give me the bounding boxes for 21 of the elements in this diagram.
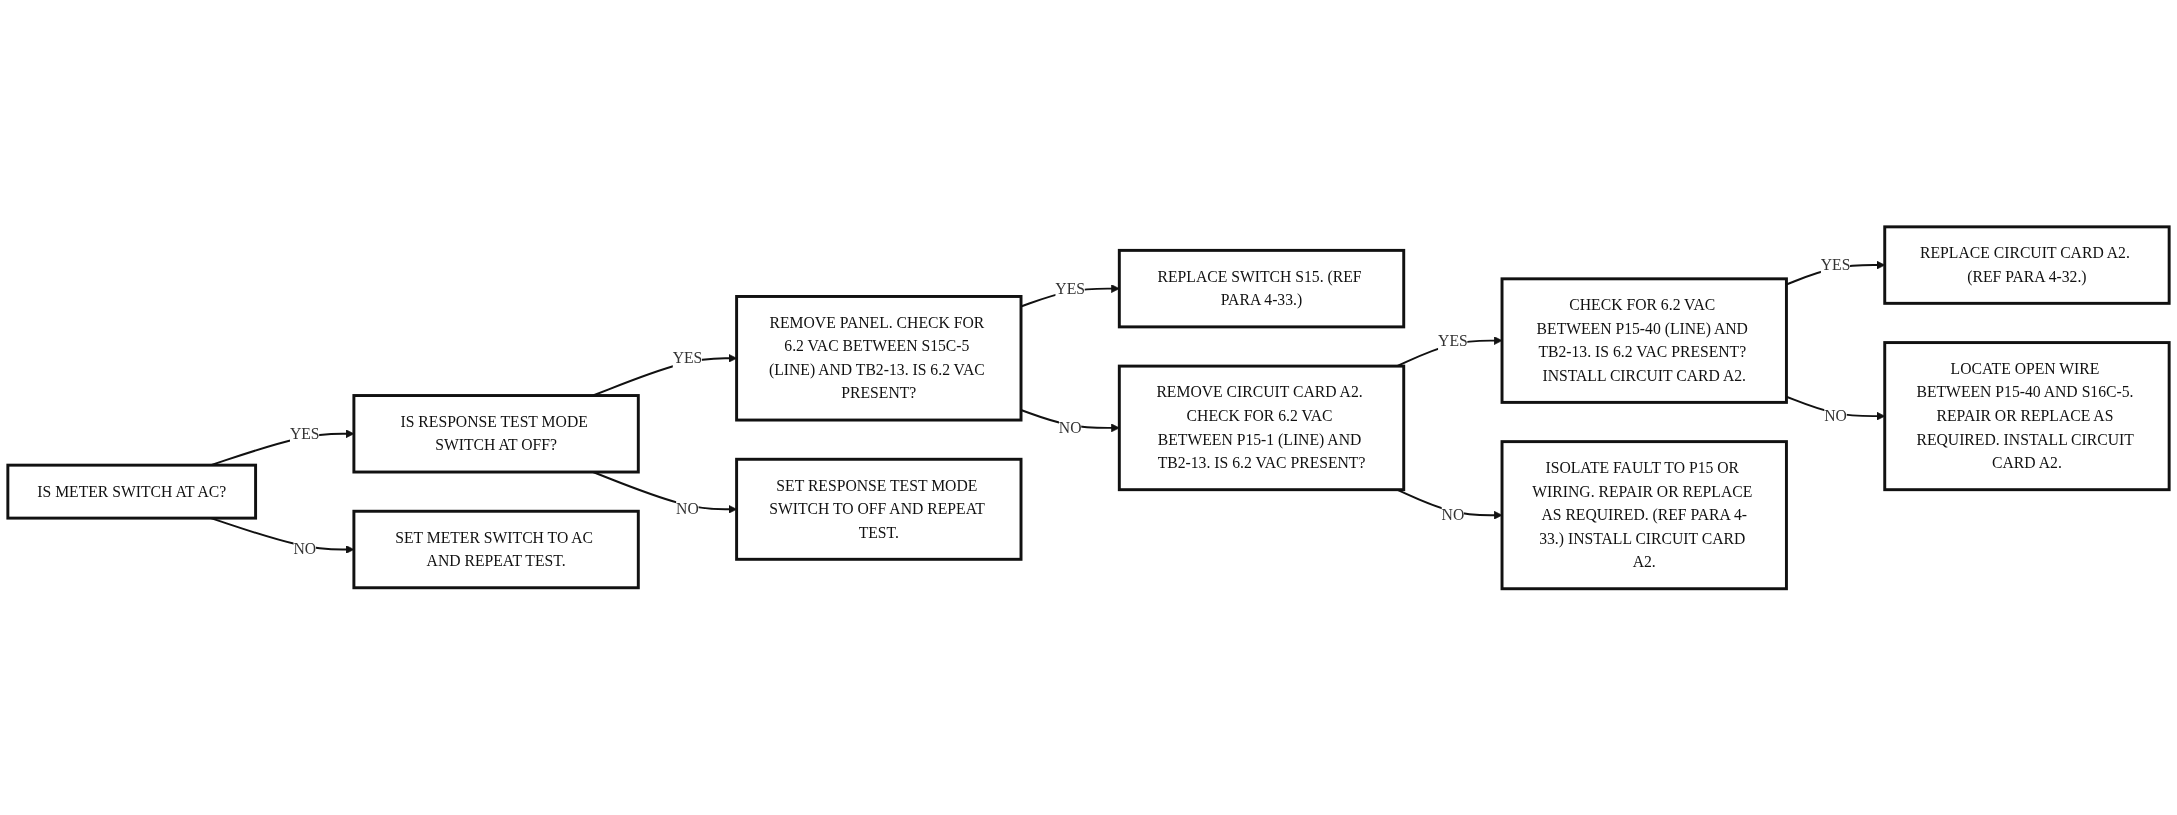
edge-label: YES xyxy=(672,349,703,366)
node-box: IS METER SWITCH AT AC? xyxy=(6,463,258,520)
edge-label: YES xyxy=(1055,279,1085,297)
edge-label: NO xyxy=(1058,418,1082,436)
node-box: SET RESPONSE TEST MODE SWITCH TO OFF AND REPEAT TEST. xyxy=(735,457,1023,561)
edge-label: YES xyxy=(1438,331,1468,349)
edge-label: NO xyxy=(293,540,317,558)
node-box: IS RESPONSE TEST MODE SWITCH AT OFF? xyxy=(352,393,640,474)
edge-label: YES xyxy=(1820,255,1851,273)
node-box: ISOLATE FAULT TO P15 OR WIRING. REPAIR OR REPLACE AS REQUIRED. (REF PARA 4-33.) INSTALL CIRCUIT CARD A2. xyxy=(1500,439,1788,590)
node-box: LOCATE OPEN WIRE BETWEEN P15-40 AND S16C-5. REPAIR OR REPLACE AS REQUIRED. INSTALL CIRCUIT CARD A2. xyxy=(1883,340,2171,491)
node-box: CHECK FOR 6.2 VAC BETWEEN P15-40 (LINE) AND TB2-13. IS 6.2 VAC PRESENT? INSTALL CIRCUIT CARD A2. xyxy=(1500,277,1788,404)
edge-label: YES xyxy=(289,424,320,442)
node-box: REPLACE SWITCH S15. (REF PARA 4-33.) xyxy=(1117,248,1406,329)
edge-label: NO xyxy=(676,500,699,517)
node-box: REMOVE PANEL. CHECK FOR 6.2 VAC BETWEEN S15C-5 (LINE) AND TB2-13. IS 6.2 VAC PRESENT? xyxy=(735,294,1023,422)
edge-label: NO xyxy=(1441,506,1465,523)
node-box: REPLACE CIRCUIT CARD A2. (REF PARA 4-32.) xyxy=(1883,225,2171,305)
node-box: REMOVE CIRCUIT CARD A2. CHECK FOR 6.2 VAC BETWEEN P15-1 (LINE) AND TB2-13. IS 6.2 VAC PRESENT? xyxy=(1117,364,1406,491)
node-box: SET METER SWITCH TO AC AND REPEAT TEST. xyxy=(352,509,640,589)
edge-label: NO xyxy=(1824,407,1847,424)
